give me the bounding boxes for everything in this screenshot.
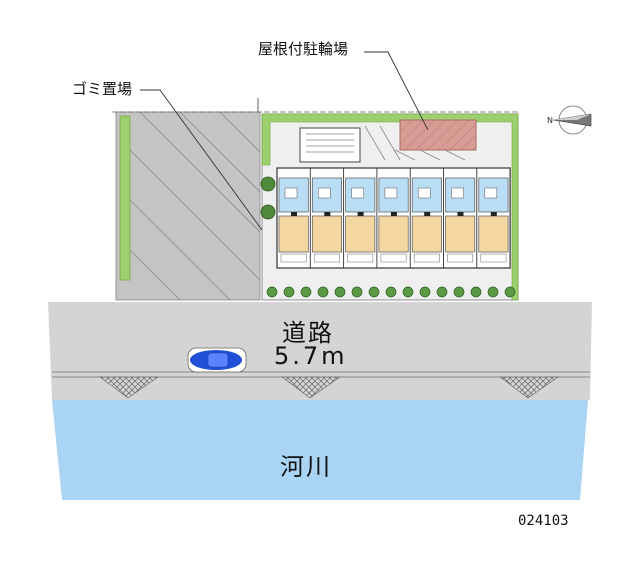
bike-shed-hatch bbox=[400, 120, 476, 150]
unit bbox=[343, 168, 376, 268]
unit-bath bbox=[384, 187, 398, 199]
unit-bath bbox=[284, 187, 298, 199]
unit-bath bbox=[318, 187, 331, 199]
tree bbox=[385, 286, 397, 298]
embankment-hatch bbox=[99, 376, 159, 399]
neighbor-lot bbox=[115, 111, 261, 301]
unit-balcony bbox=[314, 253, 340, 263]
unit-balcony bbox=[447, 253, 474, 263]
property-hedge bbox=[261, 113, 519, 301]
leader-line-bike bbox=[364, 51, 429, 131]
bike-parking-label: 屋根付駐輪場 bbox=[258, 40, 349, 58]
tree bbox=[436, 286, 448, 298]
embankment-hatch bbox=[281, 376, 341, 399]
unit-room bbox=[445, 215, 476, 253]
unit-column bbox=[490, 212, 497, 216]
tree bbox=[351, 286, 363, 298]
unit-column bbox=[357, 212, 364, 216]
tree bbox=[453, 286, 465, 298]
road bbox=[48, 302, 592, 400]
north-arrow-icon: N bbox=[547, 105, 592, 135]
unit-wet-area bbox=[378, 177, 409, 213]
unit-wet-area bbox=[311, 177, 342, 213]
unit-column bbox=[291, 212, 297, 216]
unit-column bbox=[457, 212, 464, 216]
unit-balcony bbox=[380, 253, 407, 263]
unit-column bbox=[324, 212, 331, 216]
parking-slash bbox=[364, 125, 466, 161]
unit-balcony bbox=[347, 253, 374, 263]
tree bbox=[419, 286, 431, 298]
unit-column bbox=[424, 212, 431, 216]
map-code: 024103 bbox=[518, 513, 569, 529]
building bbox=[276, 167, 511, 269]
unit-column bbox=[390, 212, 397, 216]
tree bbox=[334, 286, 346, 298]
unit-balcony bbox=[480, 253, 507, 263]
side-trees bbox=[260, 176, 276, 220]
river bbox=[52, 400, 588, 500]
unit-bath bbox=[351, 187, 364, 199]
unit-bath bbox=[451, 187, 464, 199]
tree bbox=[487, 286, 499, 298]
tree bbox=[470, 286, 482, 298]
unit-room bbox=[345, 215, 376, 253]
unit bbox=[409, 168, 442, 268]
tree bbox=[504, 286, 516, 298]
road-width-label: 5.7m bbox=[274, 342, 348, 370]
unit-bath bbox=[484, 187, 498, 199]
unit-room bbox=[411, 215, 442, 253]
river-label: 河川 bbox=[280, 453, 332, 481]
unit-balcony bbox=[413, 253, 440, 263]
unit bbox=[476, 168, 509, 268]
tree bbox=[402, 286, 414, 298]
unit-balcony bbox=[280, 253, 307, 263]
unit bbox=[276, 168, 309, 268]
tree bbox=[317, 286, 329, 298]
unit bbox=[309, 168, 342, 268]
unit bbox=[443, 168, 476, 268]
embankment-hatch bbox=[499, 376, 559, 399]
tree bbox=[300, 286, 312, 298]
tree bbox=[368, 286, 380, 298]
stairs-block bbox=[299, 127, 361, 163]
unit-room bbox=[311, 215, 342, 253]
leader-line-garbage bbox=[140, 89, 263, 231]
stairs bbox=[306, 133, 354, 153]
green-strip bbox=[119, 115, 131, 281]
unit-room bbox=[478, 215, 509, 253]
unit-room bbox=[278, 215, 309, 253]
tree bbox=[266, 286, 278, 298]
garbage-area-label: ゴミ置場 bbox=[72, 80, 133, 98]
road-label: 道路 bbox=[282, 319, 334, 347]
unit-bath bbox=[417, 187, 431, 199]
svg-text:N: N bbox=[547, 116, 553, 125]
tree bbox=[283, 286, 295, 298]
unit-room bbox=[378, 215, 409, 253]
car-icon bbox=[187, 347, 247, 373]
tree-row bbox=[266, 286, 516, 298]
unit bbox=[376, 168, 409, 268]
parking-diagonal-lines bbox=[129, 111, 261, 301]
